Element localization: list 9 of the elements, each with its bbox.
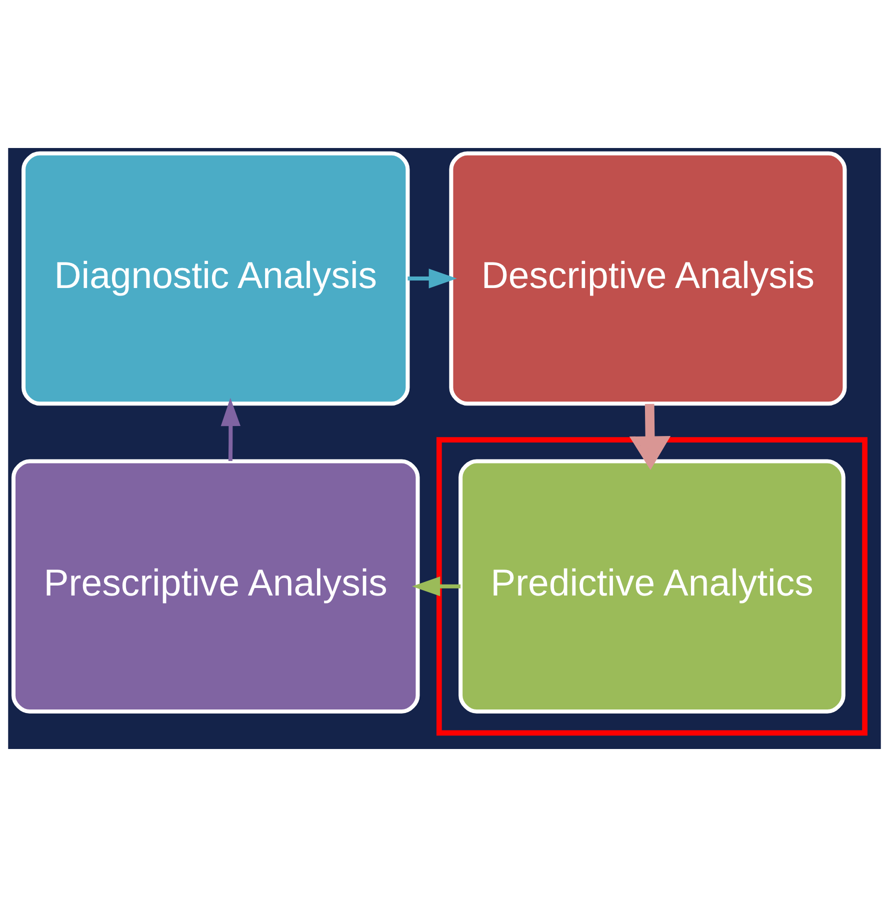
arrow [629,404,671,470]
node-box: Descriptive Analysis [449,151,847,406]
arrow [220,398,241,462]
arrow [412,576,461,596]
node-box: Diagnostic Analysis [22,151,410,406]
cluster [436,437,868,736]
node-box: Prescriptive Analysis [11,459,420,714]
node-box: Predictive Analytics [458,459,846,714]
arrow [408,268,457,288]
